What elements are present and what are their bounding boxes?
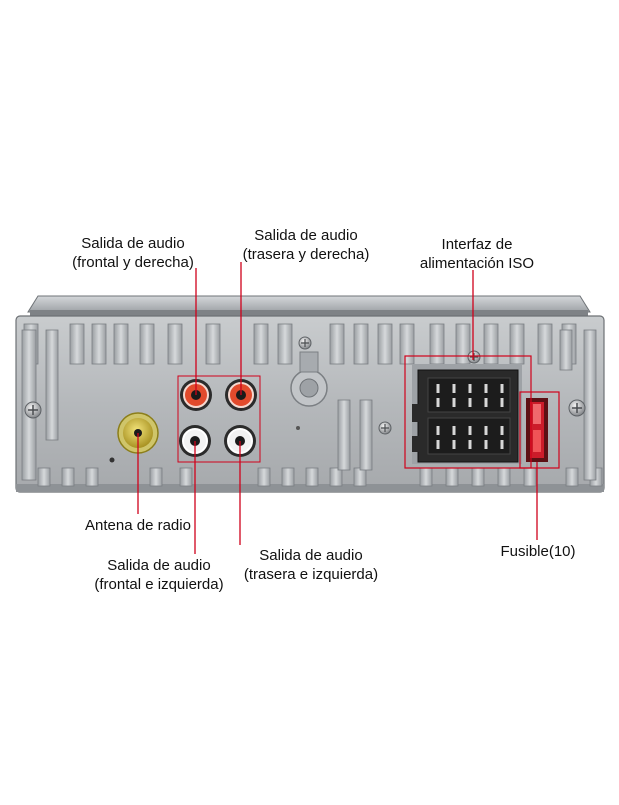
iso-pin xyxy=(500,426,504,435)
heatsink-rib xyxy=(37,467,51,487)
iso-pin xyxy=(484,426,488,435)
callout-box-rca xyxy=(177,375,261,463)
heatsink-rib xyxy=(353,467,367,487)
callout-box-fuse xyxy=(519,391,560,469)
iso-pin xyxy=(484,398,488,407)
screw-icon xyxy=(24,401,42,419)
iso-pin xyxy=(468,398,472,407)
iso-pin xyxy=(468,440,472,449)
panel-dot xyxy=(296,426,300,430)
label-line: Antena de radio xyxy=(85,517,191,534)
label-line: Salida de audio xyxy=(107,557,211,574)
label-iso-power: Interfaz de alimentación ISO xyxy=(402,235,552,273)
heatsink-rib xyxy=(559,329,573,371)
iso-pin xyxy=(436,440,440,449)
heatsink-rib xyxy=(179,467,193,487)
label-rear-left: Salida de audio (trasera e izquierda) xyxy=(230,546,392,584)
iso-pin xyxy=(468,426,472,435)
heatsink-rib xyxy=(523,467,537,487)
iso-pin xyxy=(468,384,472,393)
label-line: Fusible(10) xyxy=(500,543,576,560)
heatsink-rib xyxy=(497,467,511,487)
label-front-right: Salida de audio (frontal y derecha) xyxy=(58,234,208,272)
callout-box-iso xyxy=(404,355,532,469)
iso-pin xyxy=(452,426,456,435)
iso-pin xyxy=(436,398,440,407)
label-line: Salida de audio xyxy=(259,547,363,564)
heatsink-rib xyxy=(583,329,597,481)
heatsink-rib xyxy=(113,323,129,365)
iso-pin xyxy=(436,426,440,435)
heatsink-rib xyxy=(253,323,269,365)
heatsink-rib xyxy=(377,323,393,365)
heatsink-rib xyxy=(139,323,155,365)
iso-pin xyxy=(452,384,456,393)
screw-icon xyxy=(467,350,481,364)
label-fuse: Fusible(10) xyxy=(490,542,586,561)
heatsink-rib xyxy=(359,399,373,471)
iso-pin xyxy=(436,384,440,393)
screw-icon xyxy=(378,421,392,435)
iso-pin xyxy=(484,440,488,449)
heatsink-rib xyxy=(69,323,85,365)
chassis-top xyxy=(27,295,591,316)
heatsink-rib xyxy=(281,467,295,487)
label-line: (trasera e izquierda) xyxy=(243,566,379,583)
heatsink-rib xyxy=(353,323,369,365)
label-antenna: Antena de radio xyxy=(60,516,216,535)
iso-pin xyxy=(500,440,504,449)
heatsink-rib xyxy=(45,329,59,441)
heatsink-rib xyxy=(257,467,271,487)
heatsink-rib xyxy=(399,323,415,365)
label-line: Interfaz de xyxy=(441,236,513,253)
mounting-boss xyxy=(290,351,328,407)
heatsink-rib xyxy=(483,323,499,365)
heatsink-rib xyxy=(419,467,433,487)
heatsink-ribs-bottom xyxy=(37,467,603,487)
heatsink-rib xyxy=(329,323,345,365)
label-line: alimentación ISO xyxy=(419,255,535,272)
rca-jack-front-right xyxy=(180,379,212,411)
heatsink-rib xyxy=(429,323,445,365)
label-line: (frontal e izquierda) xyxy=(94,576,224,593)
heatsink-rib xyxy=(167,323,183,365)
iso-pin xyxy=(500,398,504,407)
panel-dot xyxy=(109,457,115,463)
heatsink-rib xyxy=(149,467,163,487)
iso-pins xyxy=(436,384,504,449)
heatsink-rib xyxy=(337,399,351,471)
heatsink-ribs-top xyxy=(23,323,577,365)
label-line: (trasera y derecha) xyxy=(242,246,370,263)
screw-icon xyxy=(298,336,312,350)
iso-pin xyxy=(452,398,456,407)
label-line: (frontal y derecha) xyxy=(72,254,194,271)
heatsink-rib xyxy=(509,323,525,365)
iso-power-connector xyxy=(412,364,522,464)
iso-pin xyxy=(500,384,504,393)
screw-icon xyxy=(568,399,586,417)
heatsink-rib xyxy=(329,467,343,487)
heatsink-rib xyxy=(61,467,75,487)
heatsink-rib xyxy=(471,467,485,487)
label-line: Salida de audio xyxy=(81,235,185,252)
heatsink-rib xyxy=(91,323,107,365)
heatsink-rib xyxy=(277,323,293,365)
heatsink-rib xyxy=(305,467,319,487)
label-line: Salida de audio xyxy=(254,227,358,244)
heatsink-rib xyxy=(537,323,553,365)
iso-pin xyxy=(484,384,488,393)
label-front-left: Salida de audio (frontal e izquierda) xyxy=(78,556,240,594)
heatsink-rib xyxy=(445,467,459,487)
label-rear-right: Salida de audio (trasera y derecha) xyxy=(226,226,386,264)
heatsink-rib xyxy=(205,323,221,365)
heatsink-rib xyxy=(85,467,99,487)
iso-pin xyxy=(452,440,456,449)
fuse xyxy=(526,398,548,462)
heatsink-rib xyxy=(565,467,579,487)
